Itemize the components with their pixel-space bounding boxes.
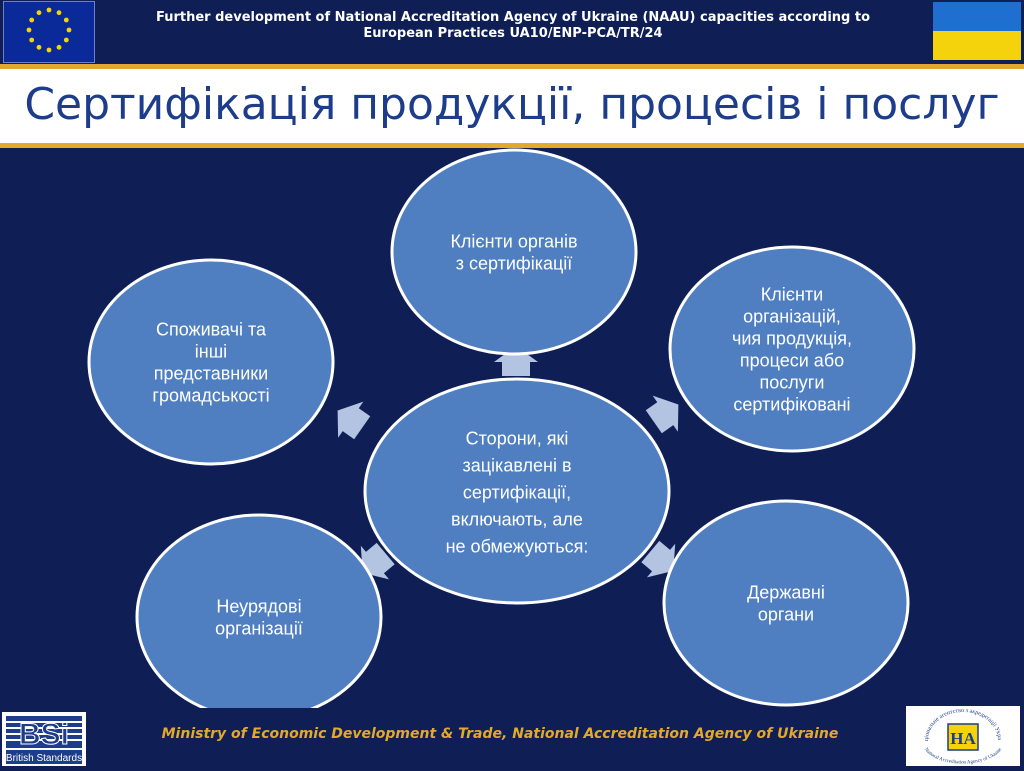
arrow-to-consumers-public: [337, 401, 371, 440]
ukraine-flag-blue: [933, 2, 1021, 31]
naau-logo-mark: НА: [950, 729, 976, 748]
bsi-logo-mark: BSi: [19, 718, 69, 751]
header-bar: [0, 0, 1024, 64]
ukraine-flag-yellow: [933, 31, 1021, 60]
project-title-line1: Further development of National Accredit…: [155, 10, 871, 25]
node-government-bodies-circle: [662, 499, 910, 707]
project-title-line2: European Practices UA10/ENP-PCA/TR/24: [363, 26, 663, 41]
arrow-to-organization-clients: [645, 395, 679, 434]
footer-ministry-text: Ministry of Economic Development & Trade…: [161, 726, 839, 742]
project-title: Further development of National Accredit…: [100, 10, 926, 42]
ukraine-flag: [933, 2, 1021, 60]
eu-flag-logo: [3, 1, 95, 63]
footer-bar: [0, 708, 1024, 768]
bsi-logo-caption: British Standards: [6, 753, 82, 764]
arrow-to-certification-clients: [494, 346, 538, 376]
arrow-to-ngos: [360, 542, 395, 580]
naau-logo: Національне агентство з акредитації Укра…: [904, 702, 1020, 766]
arrow-to-government-bodies: [641, 540, 676, 578]
node-certification-clients-circle: [390, 148, 638, 356]
node-organization-clients-circle: [668, 245, 916, 453]
bsi-logo: BSi British Standards: [2, 712, 86, 766]
title-band: [0, 64, 1024, 148]
center-node-circle: [363, 377, 671, 605]
slide-title: Сертифікація продукції, процесів і послу…: [24, 79, 1000, 130]
node-consumers-public-circle: [87, 258, 335, 466]
